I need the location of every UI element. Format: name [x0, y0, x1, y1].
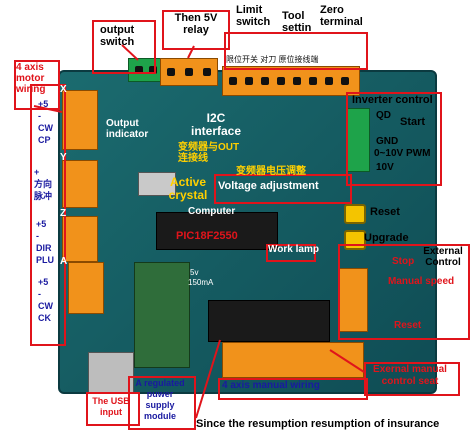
motor-connector-z — [62, 216, 98, 262]
qd-label: QD — [376, 110, 391, 121]
voltage-chinese-label: 变频器电压调整 — [236, 166, 306, 177]
motor-connector-y — [62, 160, 98, 208]
computer-label: Computer — [188, 206, 236, 217]
manual-wiring-box — [218, 378, 368, 400]
left-pins-a: +5 - CW CK — [38, 277, 53, 323]
external-seat-box — [364, 362, 460, 396]
output-indicator-label: Output indicator — [106, 118, 149, 140]
pwm-label: 0~10V PWM — [374, 148, 431, 159]
tool-setting-label: Tool settin — [282, 10, 312, 34]
reset-label: Reset — [370, 206, 400, 218]
limit-switch-label: Limit switch — [236, 4, 271, 28]
axis-a-label: A — [60, 256, 68, 267]
reset2-label: Reset — [394, 320, 422, 331]
stop-label: Stop — [392, 256, 415, 267]
motor-connector-a — [68, 262, 104, 314]
pic-chip-label: PIC18F2550 — [176, 230, 238, 242]
zero-terminal-label: Zero terminal — [320, 4, 363, 28]
regulated-supply-box — [128, 376, 196, 430]
external-control-box — [338, 244, 470, 340]
ribbon-connector — [208, 300, 330, 342]
active-crystal-label: Active crystal — [168, 175, 208, 202]
insurance-caption: Since the resumption resumption of insur… — [196, 418, 440, 430]
left-pins-z: +5 - DIR PLU — [36, 219, 54, 265]
axis-z-label: Z — [60, 208, 67, 219]
i2c-chinese-label: 变频器与OUT 连接线 — [178, 142, 240, 164]
output-switch-connector — [128, 58, 164, 82]
upgrade-label: Upgrade — [364, 232, 409, 244]
axis-y-label: Y — [60, 152, 67, 163]
motor-wiring-label: 4 axis motor wiring — [16, 62, 46, 95]
external-control-label: External Control — [423, 246, 463, 268]
manual-wiring-label: 4 axis manual wiring — [222, 380, 320, 391]
manual-wiring-connector — [222, 342, 364, 378]
chip-150ma-label: 150mA — [188, 278, 214, 287]
limit-box — [224, 32, 368, 70]
start-label: Start — [400, 116, 426, 128]
limit-chinese-label: 限位开关 对刀 原位接线端 — [226, 55, 319, 64]
voltage-adjustment-label: Voltage adjustment — [218, 180, 319, 192]
regulated-supply-label: A regulated puwer supply module — [135, 378, 185, 421]
relay-connector — [160, 58, 218, 86]
inverter-control-label: Inverter control — [352, 94, 433, 106]
output-switch-label: output switch — [100, 24, 135, 48]
work-lamp-box — [266, 244, 316, 262]
left-axis-box — [30, 84, 66, 346]
work-lamp-label: Work lamp — [268, 244, 319, 255]
ten-v-label: 10V — [376, 162, 394, 173]
voltage-box — [214, 174, 352, 204]
relay-label: Then 5V relay — [174, 12, 218, 36]
left-pins-x: +5 - CW CP — [38, 99, 53, 145]
microcontroller-chip — [156, 212, 278, 250]
external-seat-label: Exernal manual control seat — [373, 364, 447, 387]
relay-box — [162, 10, 230, 50]
axis-x-label: X — [60, 84, 67, 95]
reset-button[interactable] — [344, 204, 366, 224]
regulator-module — [134, 262, 190, 368]
usb-box — [86, 392, 140, 426]
manual-speed-label: Manual speed — [388, 276, 455, 287]
output-switch-box — [92, 20, 156, 74]
usb-input-label: The USB input — [92, 396, 130, 417]
left-pins-y: + 方向 脉冲 — [34, 167, 53, 201]
gnd-label: GND — [376, 136, 399, 147]
i2c-label: I2C interface — [190, 111, 242, 138]
chip-5v-label: 5v — [190, 268, 199, 277]
motor-connector-x — [62, 90, 98, 150]
limit-switch-connector — [222, 66, 360, 96]
inverter-box — [346, 92, 442, 186]
crystal-oscillator — [138, 172, 176, 196]
